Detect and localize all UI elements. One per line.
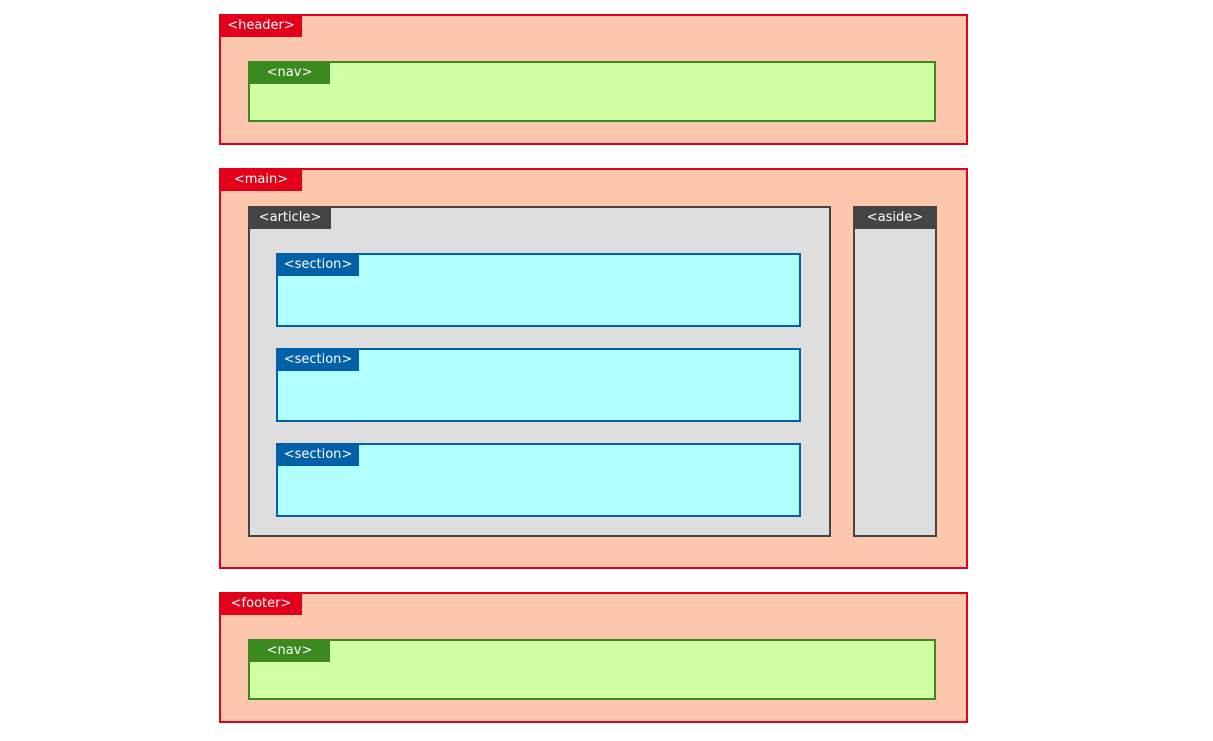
header-nav-block: <nav>	[248, 61, 936, 122]
footer-block: <footer> <nav>	[219, 592, 968, 723]
section-tag-label: <section>	[277, 444, 359, 466]
header-tag-label: <header>	[220, 15, 302, 37]
footer-tag-label: <footer>	[220, 593, 302, 615]
section-block-1: <section>	[276, 253, 801, 327]
section-block-3: <section>	[276, 443, 801, 517]
article-tag-label: <article>	[249, 207, 331, 229]
footer-nav-block: <nav>	[248, 639, 936, 700]
section-tag-label: <section>	[277, 349, 359, 371]
header-nav-tag-label: <nav>	[249, 62, 330, 84]
header-block: <header> <nav>	[219, 14, 968, 145]
aside-tag-label: <aside>	[853, 207, 937, 229]
article-block: <article> <section> <section> <section>	[248, 206, 831, 537]
main-block: <main> <article> <section> <section> <se…	[219, 168, 968, 569]
aside-block: <aside>	[853, 206, 937, 537]
section-tag-label: <section>	[277, 254, 359, 276]
main-tag-label: <main>	[220, 169, 302, 191]
section-block-2: <section>	[276, 348, 801, 422]
footer-nav-tag-label: <nav>	[249, 640, 330, 662]
